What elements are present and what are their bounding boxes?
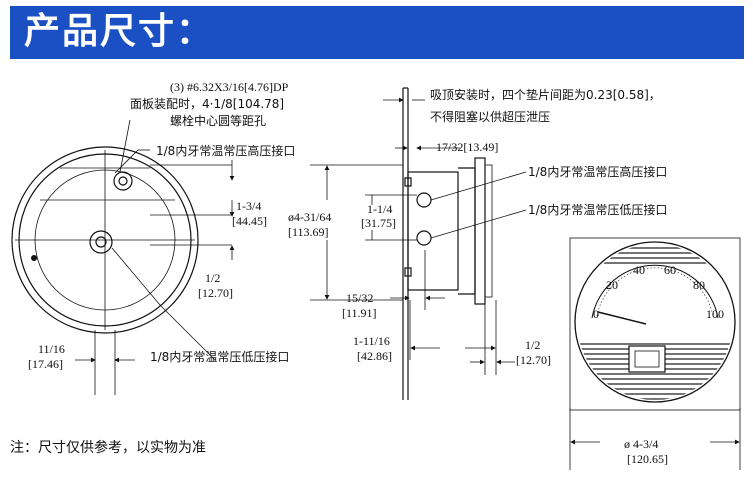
side-high-port xyxy=(416,192,432,208)
dim-depth: 17/32[13.49] xyxy=(436,140,498,154)
dim-a-mm: [44.45] xyxy=(232,214,267,228)
side-note-2: 不得阻塞以供超压泄压 xyxy=(430,109,550,124)
back-high-port-label: 1/8内牙常温常压高压接口 xyxy=(156,143,295,158)
gauge-face xyxy=(574,241,736,403)
gauge-needle xyxy=(597,311,647,325)
side-low-port-label: 1/8内牙常温常压低压接口 xyxy=(528,202,667,217)
scale-40: 40 xyxy=(633,263,645,277)
dim-b-mm: [12.70] xyxy=(198,286,233,300)
high-port-circle xyxy=(113,171,133,191)
dim-port: 1-1/4 xyxy=(367,202,392,216)
scale-20: 20 xyxy=(606,278,618,292)
back-outer-ring xyxy=(11,146,199,334)
side-high-port-label: 1/8内牙常温常压高压接口 xyxy=(528,164,667,179)
footer-note: 注：尺寸仅供参考，以实物为准 xyxy=(10,440,206,456)
dim-f: 1/2 xyxy=(525,338,540,352)
dim-b: 1/2 xyxy=(205,271,220,285)
dim-a: 1-3/4 xyxy=(236,199,261,213)
back-low-port-label: 1/8内牙常温常压低压接口 xyxy=(150,349,289,364)
side-view xyxy=(310,87,527,400)
dim-dia: ø4-31/64 xyxy=(288,210,331,224)
dim-c: 11/16 xyxy=(38,342,65,356)
scale-60: 60 xyxy=(664,263,676,277)
dim-e-mm: [42.86] xyxy=(357,349,392,363)
dim-f-mm: [12.70] xyxy=(516,353,551,367)
side-note-1: 吸顶安装时，四个垫片间距为0.23[0.58]， xyxy=(430,87,661,102)
dim-c-mm: [17.46] xyxy=(28,357,63,371)
dim-face: ø 4-3/4 xyxy=(624,437,658,451)
low-port-circle xyxy=(89,230,113,254)
dim-dia-mm: [113.69] xyxy=(288,225,329,239)
dim-face-mm: [120.65] xyxy=(627,452,668,466)
dim-d: 15/32 xyxy=(346,291,373,305)
scale-100: 100 xyxy=(706,307,724,321)
back-view xyxy=(11,119,235,395)
mount-note-1: (3) #6.32X3/16[4.76]DP xyxy=(170,80,289,94)
scale-0: 0 xyxy=(593,307,599,321)
front-view xyxy=(569,237,741,470)
side-low-port xyxy=(416,230,432,246)
mount-note-3: 螺栓中心圆等距孔 xyxy=(170,113,266,128)
mount-note-2: 面板装配时，4·1/8[104.78] xyxy=(130,97,284,111)
dim-port-mm: [31.75] xyxy=(361,216,396,230)
dim-d-mm: [11.91] xyxy=(342,306,377,320)
scale-80: 80 xyxy=(693,278,705,292)
page-title: 产品尺寸： xyxy=(24,11,215,52)
dim-e: 1-11/16 xyxy=(353,334,390,348)
title-banner: 产品尺寸： xyxy=(10,6,744,59)
